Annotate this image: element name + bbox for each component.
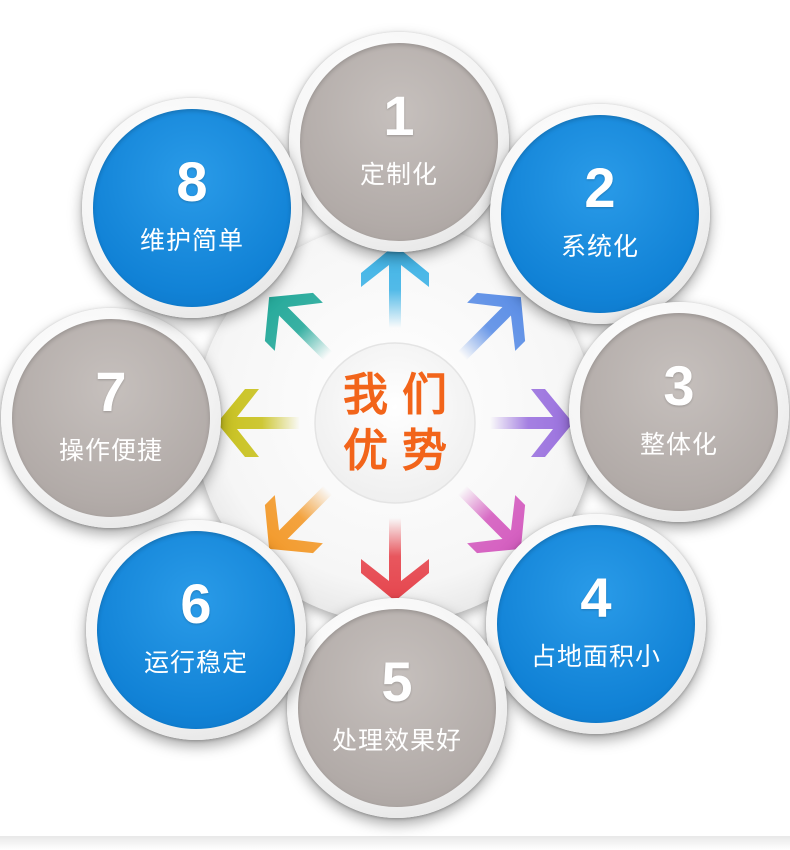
arrow-1 — [361, 245, 429, 328]
advantage-face: 6 运行稳定 — [97, 531, 295, 729]
advantage-face: 1 定制化 — [300, 43, 498, 241]
arrow-7 — [217, 389, 300, 457]
advantage-node-1: 1 定制化 — [289, 32, 509, 252]
advantage-label: 运行稳定 — [143, 648, 248, 677]
advantage-label: 整体化 — [639, 430, 718, 459]
arrow-group — [217, 245, 573, 601]
center-title: 我们 优势 — [343, 367, 447, 479]
advantage-label: 处理效果好 — [331, 726, 462, 755]
advantage-label: 维护简单 — [139, 226, 244, 255]
advantage-number: 5 — [381, 650, 413, 713]
advantage-number: 7 — [95, 360, 127, 423]
arrow-4 — [457, 485, 526, 554]
advantage-face: 8 维护简单 — [93, 109, 291, 307]
advantage-node-7: 7 操作便捷 — [1, 308, 221, 528]
arrow-2 — [457, 292, 526, 361]
arrow-3 — [490, 389, 573, 457]
advantage-node-8: 8 维护简单 — [82, 98, 302, 318]
advantage-face: 4 占地面积小 — [497, 525, 695, 723]
advantage-label: 占地面积小 — [530, 642, 661, 671]
advantage-number: 1 — [383, 84, 415, 147]
advantage-face: 3 整体化 — [580, 313, 778, 511]
floor-shadow — [0, 836, 790, 850]
advantage-face: 2 系统化 — [501, 115, 699, 313]
advantage-number: 4 — [580, 566, 612, 629]
advantage-node-4: 4 占地面积小 — [486, 514, 706, 734]
arrow-5 — [361, 518, 429, 601]
advantage-node-2: 2 系统化 — [490, 104, 710, 324]
advantage-number: 6 — [180, 572, 212, 635]
advantage-face: 5 处理效果好 — [298, 609, 496, 807]
advantage-node-5: 5 处理效果好 — [287, 598, 507, 818]
advantage-label: 操作便捷 — [58, 436, 163, 465]
arrow-6 — [264, 485, 333, 554]
center-title-line-1: 我们 — [342, 368, 462, 421]
advantage-number: 8 — [176, 150, 208, 213]
advantage-number: 2 — [584, 156, 616, 219]
hub-core — [314, 342, 476, 504]
advantage-node-3: 3 整体化 — [569, 302, 789, 522]
advantage-label: 定制化 — [359, 160, 438, 189]
arrow-8 — [264, 292, 333, 361]
center-title-line-2: 优势 — [342, 424, 462, 477]
advantage-label: 系统化 — [560, 232, 639, 261]
advantage-face: 7 操作便捷 — [12, 319, 210, 517]
advantage-node-6: 6 运行稳定 — [86, 520, 306, 740]
advantage-number: 3 — [663, 354, 695, 417]
